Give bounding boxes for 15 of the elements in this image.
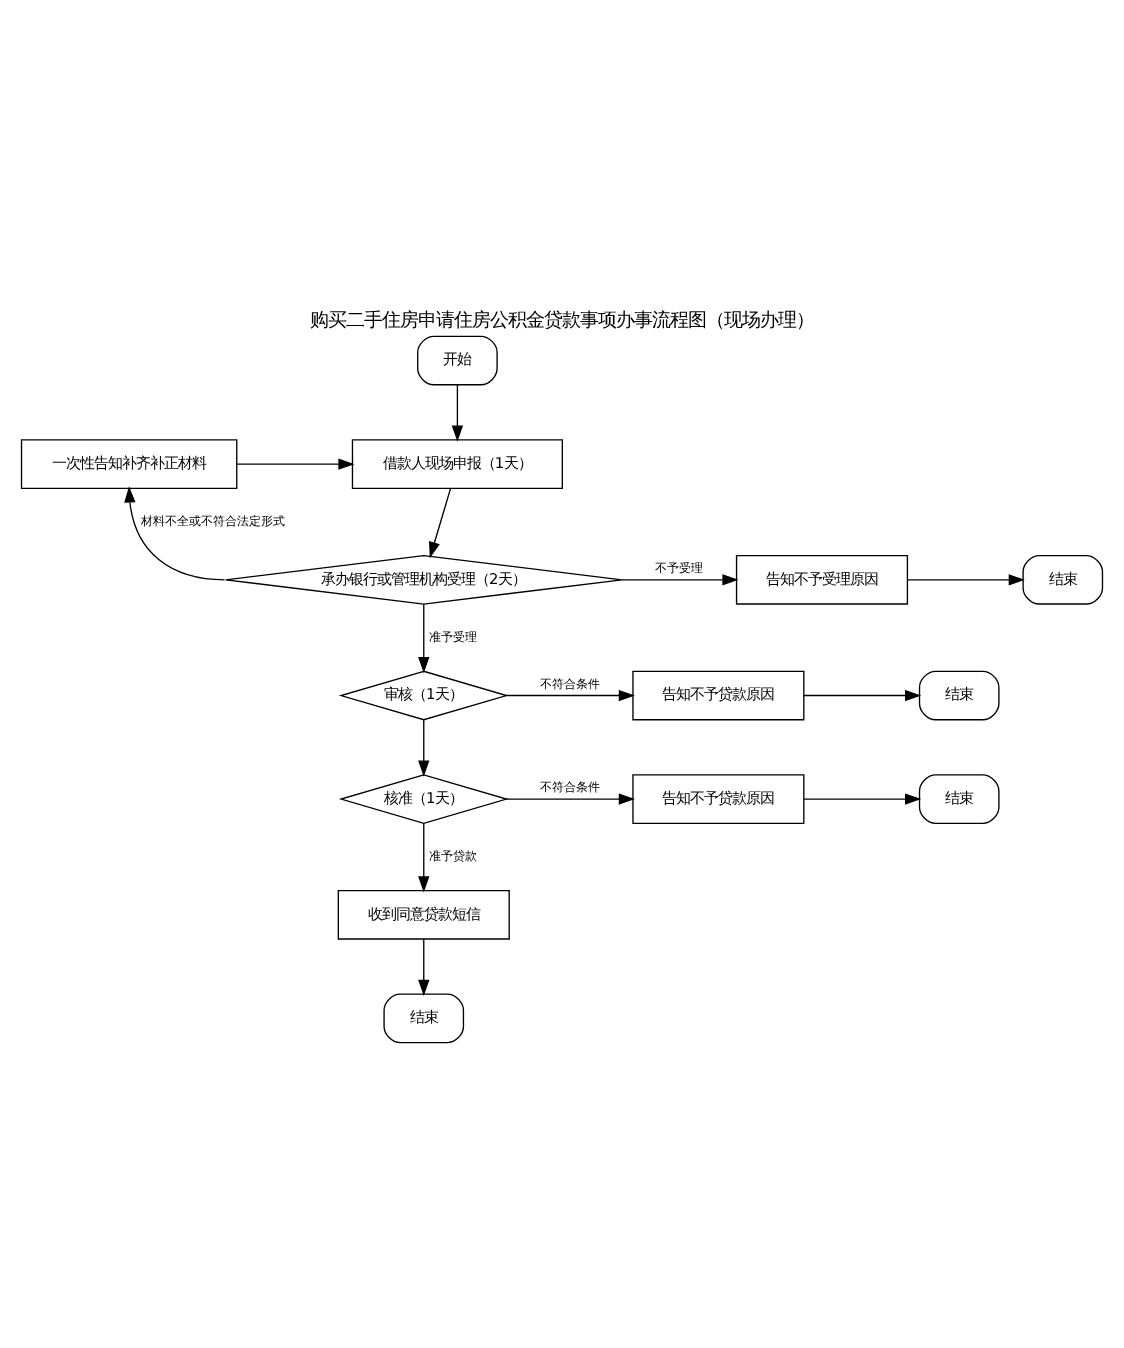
arrow: [124, 486, 226, 581]
arrow: [429, 488, 452, 559]
arrow: [906, 574, 1025, 586]
arrow: [505, 793, 635, 805]
arrow: [803, 793, 922, 805]
arrow: [236, 458, 355, 470]
arrow: [418, 823, 430, 893]
diagram-title: 购买二手住房申请住房公积金贷款事项办事流程图（现场办理）: [310, 309, 814, 332]
arrow: [803, 689, 922, 702]
arrow: [451, 384, 464, 442]
arrow: [418, 719, 430, 777]
arrow: [418, 938, 430, 996]
arrow: [418, 603, 430, 674]
arrow: [621, 574, 739, 586]
arrow: [505, 689, 635, 702]
